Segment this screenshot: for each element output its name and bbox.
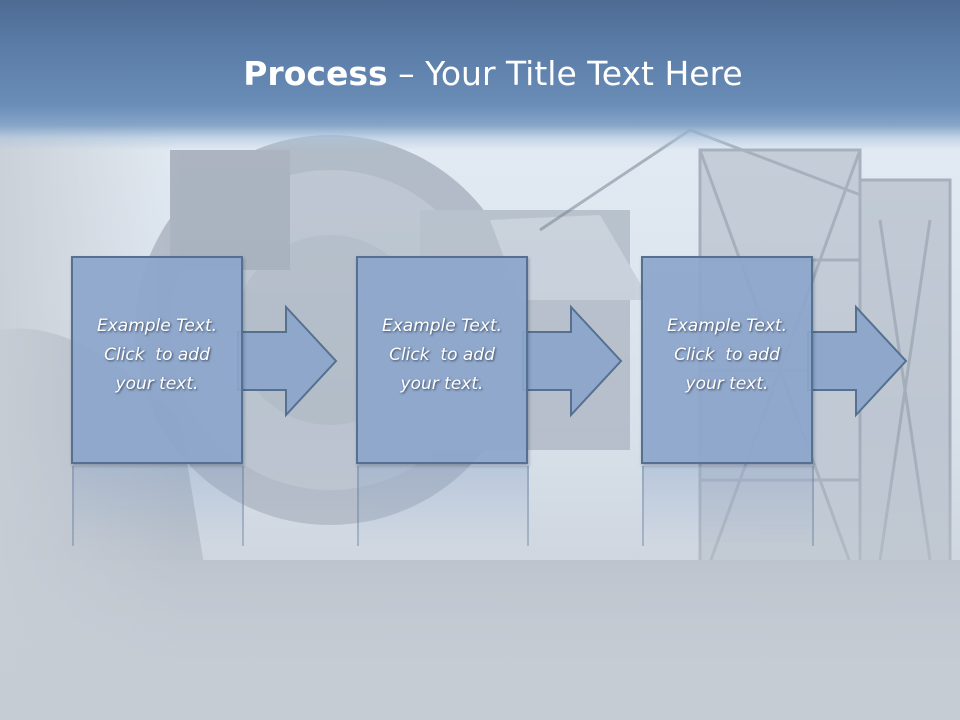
title-bold-text: Process (243, 54, 388, 93)
step-1-line-3: your text. (115, 374, 199, 394)
step-1-reflection (72, 466, 244, 546)
step-2-reflection (357, 466, 529, 546)
step-3-box[interactable]: Example Text. Click to add your text. (641, 256, 813, 464)
title-rest-text: – Your Title Text Here (387, 54, 743, 93)
step-3-arrow-icon (807, 304, 908, 418)
step-1-box[interactable]: Example Text. Click to add your text. (71, 256, 243, 464)
step-1-line-1: Example Text. (96, 316, 218, 336)
step-3-reflection (642, 466, 814, 546)
step-3-text[interactable]: Example Text. Click to add your text. (643, 312, 811, 399)
step-2-line-3: your text. (400, 374, 484, 394)
title-bar (0, 0, 960, 150)
step-1-arrow-icon (237, 304, 338, 418)
step-1-text[interactable]: Example Text. Click to add your text. (73, 312, 241, 399)
step-3-line-3: your text. (685, 374, 769, 394)
step-2-arrow-icon (522, 304, 623, 418)
step-2-line-1: Example Text. (381, 316, 503, 336)
step-2-text[interactable]: Example Text. Click to add your text. (358, 312, 526, 399)
step-2-box[interactable]: Example Text. Click to add your text. (356, 256, 528, 464)
step-3-line-1: Example Text. (666, 316, 788, 336)
step-1-line-2: Click to add (104, 345, 210, 365)
step-3-line-2: Click to add (674, 345, 780, 365)
step-2-line-2: Click to add (389, 345, 495, 365)
slide-title[interactable]: Process – Your Title Text Here (0, 52, 960, 96)
